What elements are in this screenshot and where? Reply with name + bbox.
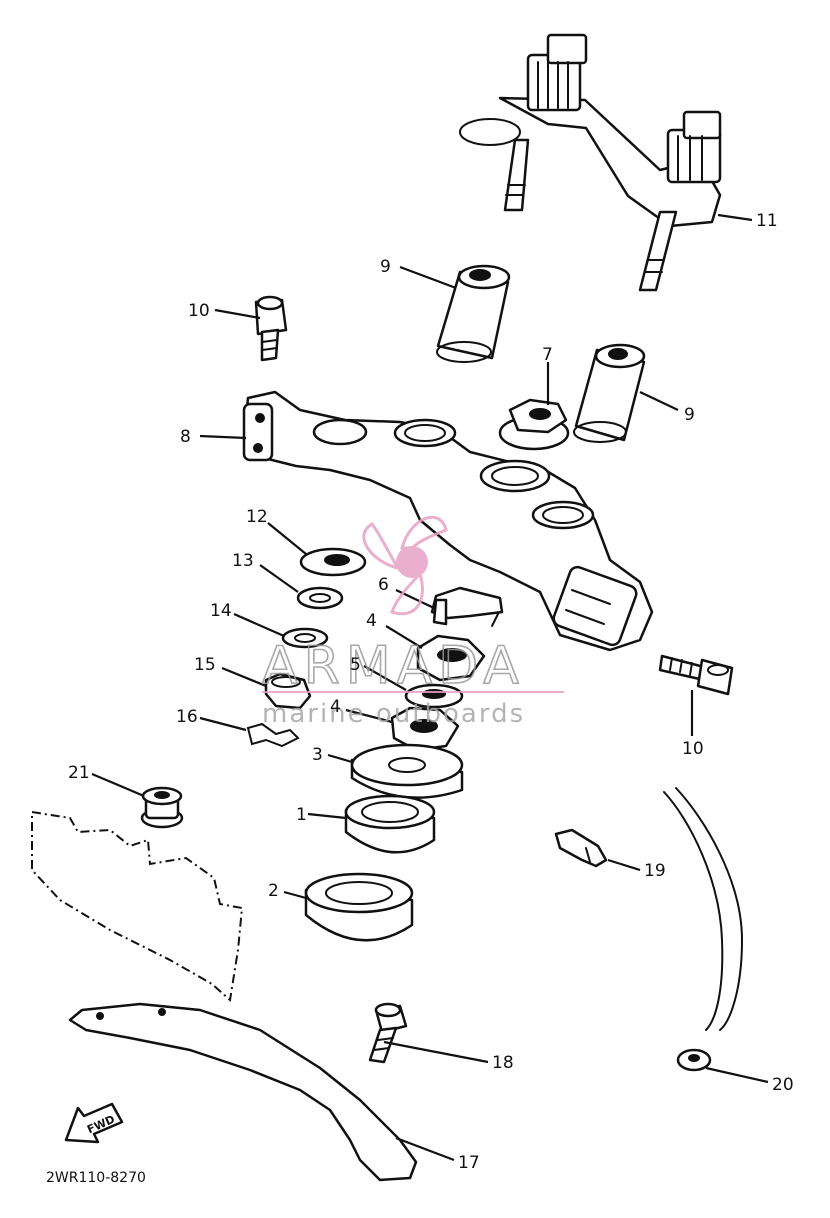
- part-14-washer[interactable]: [281, 627, 329, 649]
- part-4-lower-nut[interactable]: [390, 706, 460, 752]
- part-5-washer[interactable]: [404, 683, 464, 709]
- part-9-upper-bushing[interactable]: [436, 264, 511, 363]
- part-7-flange-nut[interactable]: [498, 398, 570, 451]
- callout-1: 1: [296, 805, 307, 825]
- part-2-bearing[interactable]: [304, 872, 414, 942]
- callout-18: 18: [492, 1053, 514, 1073]
- callout-10-upper: 10: [188, 301, 210, 321]
- part-11-bracket[interactable]: [459, 33, 722, 292]
- part-12-washer[interactable]: [299, 547, 367, 577]
- callout-9-upper: 9: [380, 257, 391, 277]
- part-13-washer[interactable]: [296, 586, 344, 610]
- part-10-lower-bolt[interactable]: [658, 654, 734, 696]
- callout-4-lower: 4: [330, 697, 341, 717]
- armada-watermark: ARMADA marine outboards: [261, 515, 564, 729]
- part-3-thick-washer[interactable]: [350, 743, 464, 799]
- part-18-bolt[interactable]: [368, 1002, 408, 1064]
- part-1-bearing[interactable]: [344, 794, 436, 854]
- part-16-clip[interactable]: [246, 722, 300, 748]
- part-9-lower-bushing[interactable]: [573, 343, 646, 443]
- watermark-title: ARMADA: [262, 636, 525, 696]
- callout-10-lower: 10: [682, 739, 704, 759]
- callout-19: 19: [644, 861, 666, 881]
- part-4-upper-nut[interactable]: [416, 634, 486, 682]
- propeller-logo-icon: [362, 515, 448, 616]
- callout-labels: 11 9 10 7 9 8 12 13 6 14 4 15 5 16 4 3 2…: [68, 211, 794, 1173]
- watermark-subtitle: marine outboards: [262, 699, 525, 729]
- callout-20: 20: [772, 1075, 794, 1095]
- callout-12: 12: [246, 507, 268, 527]
- part-21-grommet[interactable]: [140, 786, 184, 829]
- callout-8: 8: [180, 427, 191, 447]
- callout-16: 16: [176, 707, 198, 727]
- part-8-main-bracket[interactable]: [242, 390, 654, 652]
- part-10-upper-bolt[interactable]: [254, 295, 288, 362]
- part-6-fitting[interactable]: [430, 586, 504, 627]
- callout-9-lower: 9: [684, 405, 695, 425]
- part-20-hose[interactable]: [663, 787, 744, 1072]
- callout-14: 14: [210, 601, 232, 621]
- callout-17: 17: [458, 1153, 480, 1173]
- callout-3: 3: [312, 745, 323, 765]
- part-19-clip[interactable]: [554, 828, 608, 868]
- leader-lines: [91, 213, 769, 1162]
- callout-2: 2: [268, 881, 279, 901]
- callout-15: 15: [194, 655, 216, 675]
- callout-4-upper: 4: [366, 611, 377, 631]
- diagram-code: 2WR110-8270: [46, 1170, 146, 1186]
- callout-5: 5: [350, 655, 361, 675]
- cover-outline-phantom: [31, 810, 244, 1002]
- callout-21: 21: [68, 763, 90, 783]
- callout-13: 13: [232, 551, 254, 571]
- callout-6: 6: [378, 575, 389, 595]
- part-17-guard[interactable]: [68, 1002, 418, 1182]
- callout-11: 11: [756, 211, 778, 231]
- fwd-arrow-icon: FWD: [64, 1102, 124, 1144]
- callout-7: 7: [542, 345, 553, 365]
